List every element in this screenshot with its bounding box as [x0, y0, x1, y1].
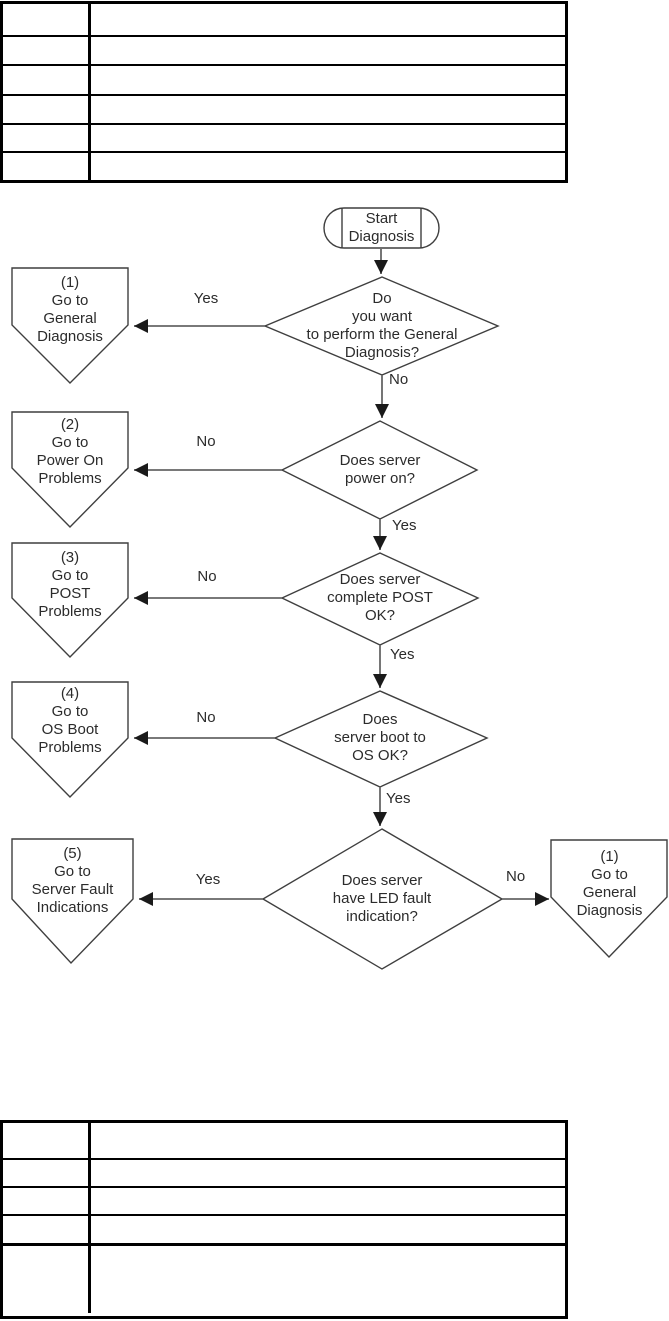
table-cell	[91, 1160, 565, 1186]
table-cell	[3, 4, 91, 35]
table-row	[3, 35, 565, 64]
connector-4-os-boot-problems-shape	[11, 681, 129, 798]
table-row	[3, 1158, 565, 1186]
start-terminator-shape	[323, 207, 440, 249]
decision-os-boot-shape	[273, 690, 489, 788]
table-cell	[3, 37, 91, 64]
connector-5-server-fault-indications-shape	[11, 838, 134, 965]
decision-general-diagnosis-shape	[263, 276, 500, 376]
table-cell	[3, 1246, 91, 1313]
table-cell	[91, 1246, 565, 1313]
table-row	[3, 1214, 565, 1243]
table-cell	[91, 1216, 565, 1243]
table-cell	[3, 1216, 91, 1243]
table-row	[3, 123, 565, 151]
table-cell	[3, 153, 91, 180]
table-row	[3, 1186, 565, 1214]
connector-1b-general-diagnosis-shape	[550, 839, 668, 959]
table-cell	[3, 1160, 91, 1186]
connector-1-general-diagnosis-shape	[11, 267, 129, 384]
table-row	[3, 1243, 565, 1313]
bottom-table	[0, 1120, 568, 1319]
table-cell	[91, 1188, 565, 1214]
table-cell	[3, 96, 91, 123]
connector-3-post-problems-shape	[11, 542, 129, 658]
decision-led-fault-shape	[261, 828, 504, 970]
table-cell	[3, 1188, 91, 1214]
table-row	[3, 151, 565, 180]
decision-post-shape	[280, 552, 480, 646]
top-table	[0, 1, 568, 183]
table-cell	[3, 66, 91, 94]
table-row	[3, 4, 565, 35]
connector-2-power-on-problems-shape	[11, 411, 129, 528]
table-row	[3, 1123, 565, 1158]
table-row	[3, 64, 565, 94]
table-row	[3, 94, 565, 123]
table-cell	[3, 1123, 91, 1158]
table-cell	[3, 125, 91, 151]
decision-power-on-shape	[280, 420, 479, 520]
table-cell	[91, 1123, 565, 1158]
